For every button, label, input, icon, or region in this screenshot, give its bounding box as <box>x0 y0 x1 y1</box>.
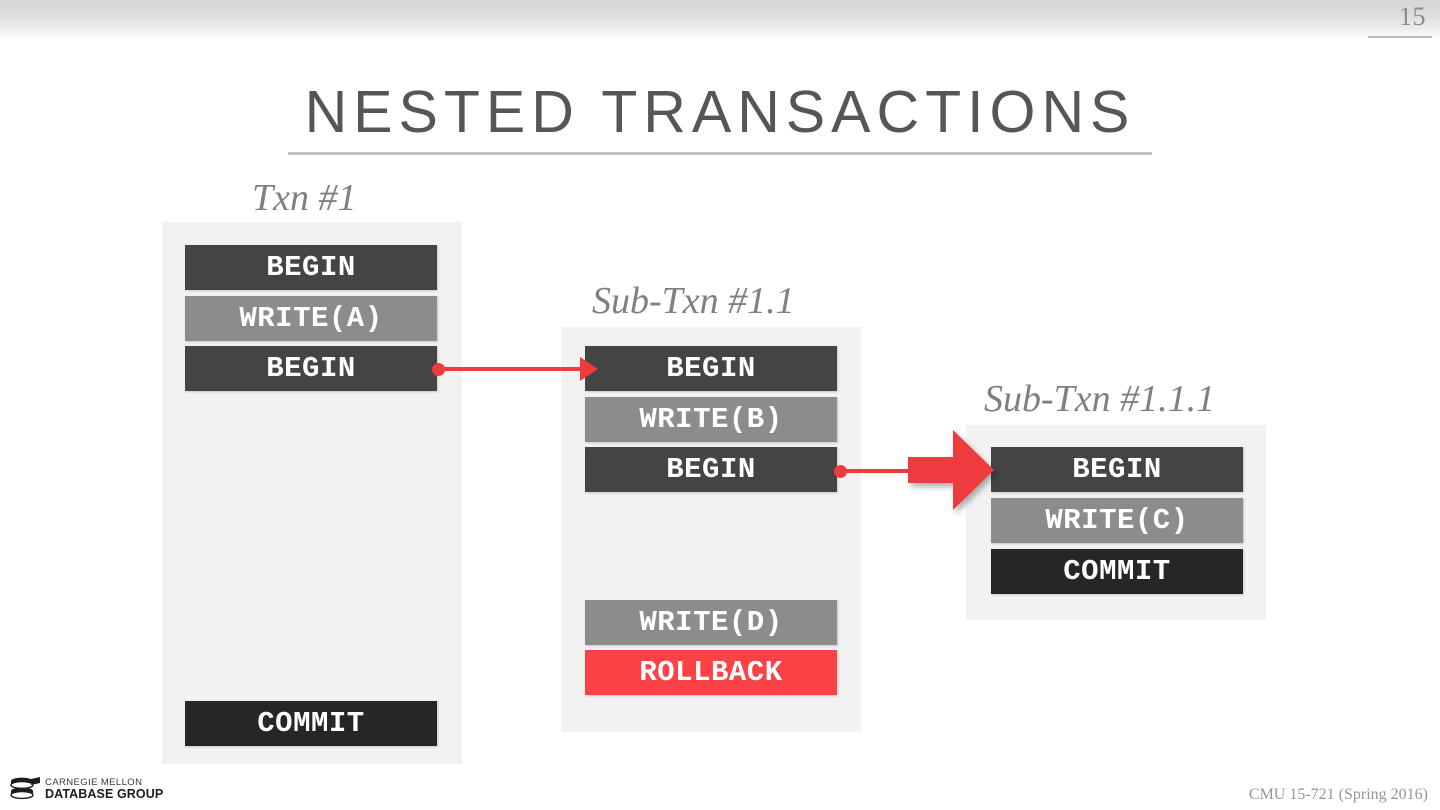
footer-course-label: CMU 15-721 (Spring 2016) <box>1248 786 1428 803</box>
slide-number-rule <box>1368 36 1432 38</box>
op-subtxn11-rollback[interactable]: ROLLBACK <box>585 650 837 695</box>
op-subtxn11-begin-1[interactable]: BEGIN <box>585 346 837 391</box>
connector-line <box>436 367 582 371</box>
database-cylinder-icon <box>10 777 40 800</box>
op-subtxn111-write-c[interactable]: WRITE(C) <box>991 498 1243 543</box>
transaction-label-txn1: Txn #1 <box>252 177 357 219</box>
logo-line-database-group: DATABASE GROUP <box>45 786 164 801</box>
op-subtxn111-begin[interactable]: BEGIN <box>991 447 1243 492</box>
cmu-database-group-logo: CARNEGIE MELLON DATABASE GROUP <box>10 777 163 801</box>
op-subtxn11-write-b[interactable]: WRITE(B) <box>585 397 837 442</box>
transaction-label-subtxn111: Sub-Txn #1.1.1 <box>984 378 1216 420</box>
op-subtxn11-begin-3[interactable]: BEGIN <box>585 447 837 492</box>
page-title: NESTED TRANSACTIONS <box>304 79 1136 145</box>
op-txn1-begin-2[interactable]: BEGIN <box>185 346 437 391</box>
op-subtxn11-write-d[interactable]: WRITE(D) <box>585 600 837 645</box>
title-underline <box>288 152 1152 155</box>
op-subtxn111-commit[interactable]: COMMIT <box>991 549 1243 594</box>
logo-line-carnegie-mellon: CARNEGIE MELLON <box>45 777 143 788</box>
block-arrow-icon <box>908 430 994 510</box>
op-txn1-begin-1[interactable]: BEGIN <box>185 245 437 290</box>
transaction-label-subtxn11: Sub-Txn #1.1 <box>592 280 795 322</box>
connector-line <box>838 469 950 473</box>
connector-arrowhead-icon <box>580 357 598 381</box>
header-band <box>0 0 1440 40</box>
op-txn1-commit[interactable]: COMMIT <box>185 701 437 746</box>
slide-number: 15 <box>1399 2 1426 31</box>
op-txn1-write-a[interactable]: WRITE(A) <box>185 296 437 341</box>
